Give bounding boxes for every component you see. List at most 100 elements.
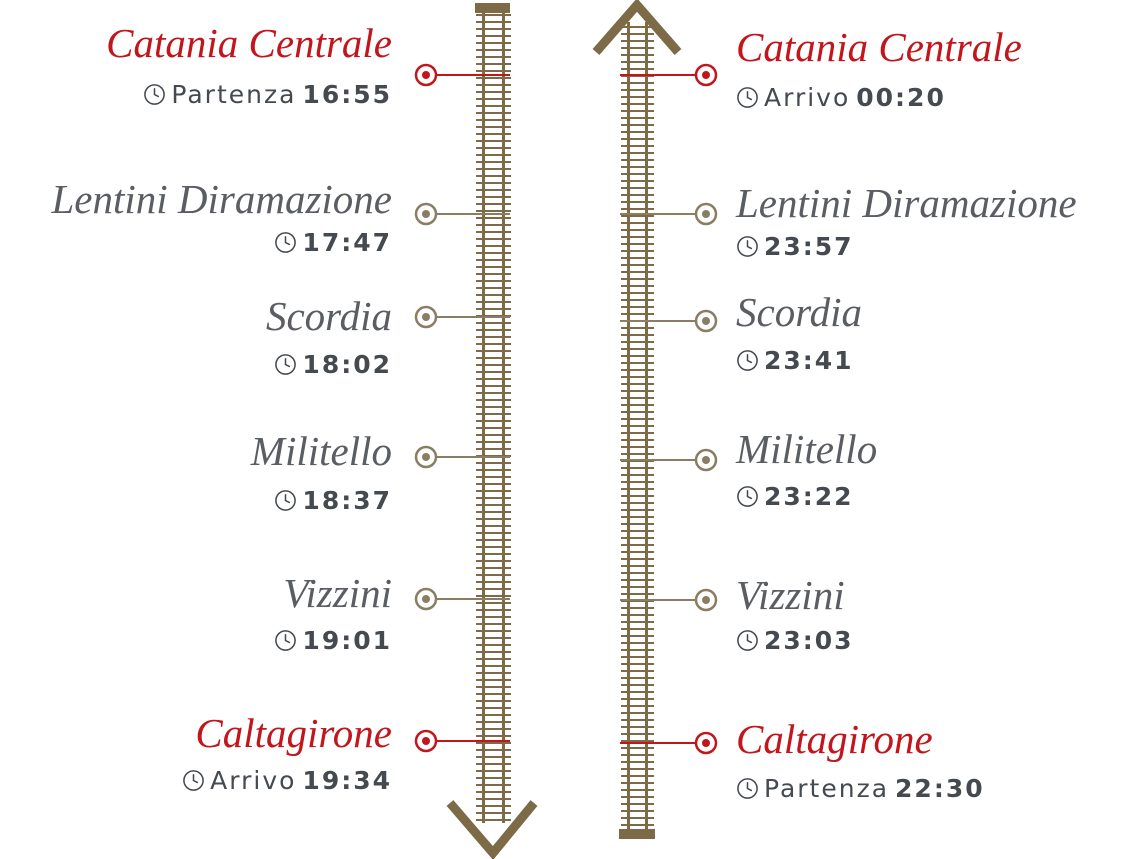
sleeper bbox=[476, 189, 511, 191]
sleeper bbox=[621, 166, 654, 168]
sleeper bbox=[476, 336, 511, 338]
clock-icon bbox=[274, 353, 297, 376]
sleeper bbox=[476, 126, 511, 128]
sleeper bbox=[621, 453, 654, 455]
sleeper bbox=[476, 280, 511, 282]
sleeper bbox=[621, 180, 654, 182]
sleeper bbox=[621, 670, 654, 672]
sleeper bbox=[621, 754, 654, 756]
sleeper bbox=[476, 511, 511, 513]
sleeper bbox=[476, 490, 511, 492]
outbound-stop-4-name: Vizzini bbox=[283, 570, 392, 616]
sleeper bbox=[476, 378, 511, 380]
sleeper bbox=[621, 824, 654, 826]
sleeper bbox=[621, 362, 654, 364]
sleeper bbox=[476, 644, 511, 646]
sleeper bbox=[476, 518, 511, 520]
sleeper bbox=[621, 271, 654, 273]
sleeper bbox=[621, 47, 654, 49]
outbound-stop-2-time-value: 18:02 bbox=[302, 350, 392, 379]
station-dot-center bbox=[422, 453, 430, 461]
sleeper bbox=[621, 621, 654, 623]
sleeper bbox=[621, 614, 654, 616]
sleeper bbox=[476, 658, 511, 660]
station-dot-center bbox=[422, 595, 430, 603]
sleeper bbox=[476, 805, 511, 807]
sleeper bbox=[621, 250, 654, 252]
sleeper bbox=[621, 495, 654, 497]
sleeper bbox=[476, 735, 511, 737]
sleeper bbox=[621, 537, 654, 539]
sleeper bbox=[476, 133, 511, 135]
sleeper bbox=[621, 33, 654, 35]
sleeper bbox=[621, 796, 654, 798]
sleeper bbox=[621, 572, 654, 574]
sleeper bbox=[621, 635, 654, 637]
sleeper bbox=[621, 425, 654, 427]
sleeper bbox=[476, 707, 511, 709]
sleeper bbox=[476, 385, 511, 387]
sleeper bbox=[476, 70, 511, 72]
sleeper bbox=[621, 733, 654, 735]
sleeper bbox=[621, 229, 654, 231]
sleeper bbox=[621, 516, 654, 518]
clock-icon bbox=[736, 235, 759, 258]
sleeper bbox=[476, 77, 511, 79]
sleeper bbox=[476, 161, 511, 163]
sleeper bbox=[621, 404, 654, 406]
sleeper bbox=[621, 103, 654, 105]
sleeper bbox=[621, 761, 654, 763]
sleeper bbox=[621, 299, 654, 301]
sleeper bbox=[621, 96, 654, 98]
outbound-stop-3-name: Militello bbox=[250, 428, 392, 474]
sleeper bbox=[476, 196, 511, 198]
sleeper bbox=[621, 173, 654, 175]
sleeper bbox=[476, 546, 511, 548]
sleeper bbox=[476, 630, 511, 632]
sleeper bbox=[621, 68, 654, 70]
sleeper bbox=[476, 714, 511, 716]
sleeper bbox=[476, 602, 511, 604]
sleeper bbox=[476, 553, 511, 555]
sleeper bbox=[621, 152, 654, 154]
inbound-stop-2-name: Scordia bbox=[736, 289, 863, 335]
sleeper bbox=[476, 539, 511, 541]
sleeper bbox=[476, 532, 511, 534]
sleeper bbox=[621, 439, 654, 441]
sleeper bbox=[476, 308, 511, 310]
sleeper bbox=[621, 278, 654, 280]
outbound-stop-3-time-value: 18:37 bbox=[302, 486, 392, 515]
sleeper bbox=[476, 574, 511, 576]
inbound-stop-4-time-value: 23:03 bbox=[764, 626, 854, 655]
sleeper bbox=[621, 530, 654, 532]
inbound-stop-1-time: 23:57 bbox=[736, 232, 854, 262]
clock-icon bbox=[274, 231, 297, 254]
clock-icon bbox=[274, 489, 297, 512]
station-connectors bbox=[414, 63, 718, 755]
outbound-stop-1-time: 17:47 bbox=[274, 228, 392, 258]
sleeper bbox=[621, 656, 654, 658]
clock-icon bbox=[143, 83, 166, 106]
inbound-stop-2-time-value: 23:41 bbox=[764, 346, 854, 375]
sleeper bbox=[476, 210, 511, 212]
station-dot-center bbox=[702, 739, 710, 747]
outbound-stop-5-time-value: 19:34 bbox=[302, 766, 392, 795]
sleeper bbox=[621, 397, 654, 399]
sleeper bbox=[476, 595, 511, 597]
station-dot-center bbox=[422, 71, 430, 79]
inbound-stop-3-time: 23:22 bbox=[736, 482, 854, 512]
sleeper bbox=[476, 182, 511, 184]
sleeper bbox=[476, 483, 511, 485]
sleeper bbox=[621, 544, 654, 546]
sleeper bbox=[621, 747, 654, 749]
outbound-stop-4-time-value: 19:01 bbox=[302, 626, 392, 655]
sleeper bbox=[476, 756, 511, 758]
sleeper bbox=[476, 588, 511, 590]
station-dot-center bbox=[702, 596, 710, 604]
sleeper bbox=[476, 56, 511, 58]
sleeper bbox=[476, 259, 511, 261]
